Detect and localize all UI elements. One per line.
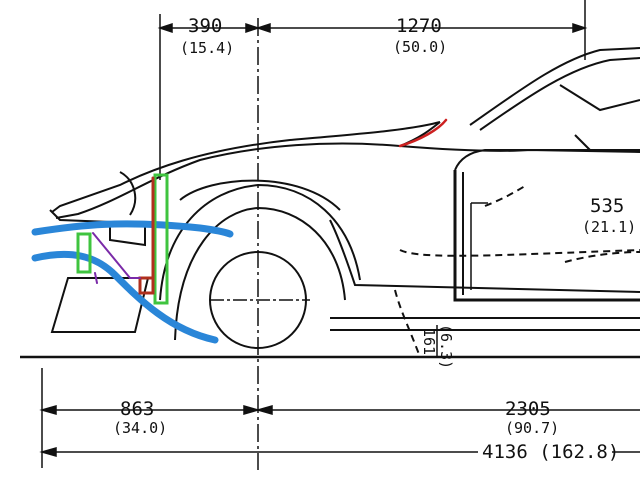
duct-box-front bbox=[76, 232, 92, 274]
dim-161-mm: 161 bbox=[420, 328, 438, 355]
hood-seam bbox=[398, 118, 448, 148]
hood-line bbox=[51, 121, 441, 213]
overall-label-bg bbox=[478, 440, 612, 462]
car-outline bbox=[20, 47, 640, 359]
door-frame bbox=[453, 170, 640, 302]
dim-2305-mm: 2305 bbox=[505, 398, 551, 420]
dim-2305-in: (90.7) bbox=[505, 419, 559, 437]
dim-1270-mm: 1270 bbox=[396, 15, 442, 37]
door-top bbox=[454, 149, 640, 171]
duct-box-rear bbox=[153, 173, 169, 305]
dim-1270-in: (50.0) bbox=[393, 38, 447, 56]
annotations bbox=[31, 118, 448, 344]
dim-535-mm: 535 bbox=[590, 195, 624, 217]
dim-863-in: (34.0) bbox=[113, 419, 167, 437]
front-spoiler bbox=[50, 277, 150, 333]
radiator-outline bbox=[138, 176, 155, 295]
dim-390-in: (15.4) bbox=[180, 39, 234, 57]
windshield-line bbox=[469, 47, 640, 126]
airflow-upper bbox=[31, 220, 234, 238]
dim-4136: 4136 (162.8) bbox=[482, 441, 619, 463]
dim-390-mm: 390 bbox=[188, 15, 222, 37]
dim-161-in: (6.3) bbox=[437, 324, 455, 369]
hidden-lines bbox=[394, 185, 640, 358]
fender-top-line bbox=[55, 142, 401, 219]
airflow-lower bbox=[31, 250, 219, 344]
dim-535-in: (21.1) bbox=[582, 218, 636, 236]
dim-863-mm: 863 bbox=[120, 398, 154, 420]
dimension-lines bbox=[39, 0, 640, 470]
bracket-line bbox=[92, 232, 141, 284]
